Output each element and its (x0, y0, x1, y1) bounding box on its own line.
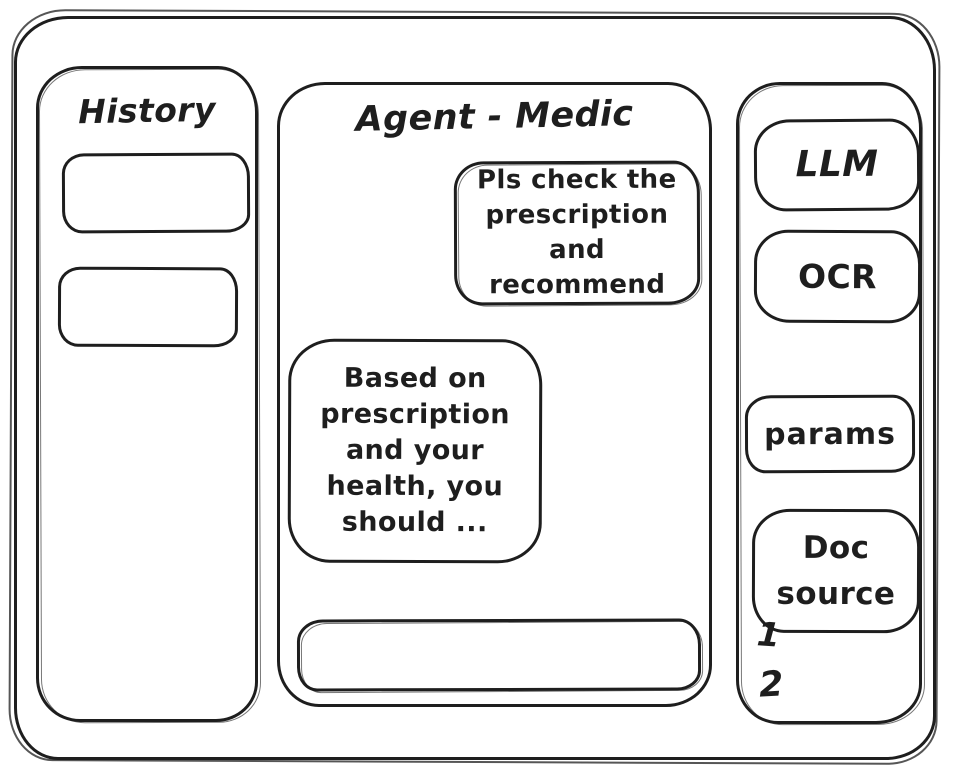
annotation-1: 1 (755, 614, 782, 655)
user-message-text: Pls check the prescription and recommend (476, 164, 677, 301)
chat-panel-title: Agent - Medic (355, 94, 634, 140)
history-title: History (77, 89, 217, 132)
chat-panel: Agent - Medic Pls check the prescription… (277, 82, 712, 707)
chat-input[interactable] (296, 618, 702, 692)
history-item[interactable] (57, 266, 239, 348)
tools-sidebar: LLM OCR params Doc source 1 2 (736, 82, 922, 724)
assistant-message-bubble: Based on prescription and your health, y… (287, 338, 543, 564)
assistant-message-text: Based on prescription and your health, y… (320, 362, 511, 539)
user-message-bubble: Pls check the prescription and recommend (453, 160, 701, 306)
history-item[interactable] (61, 152, 251, 234)
ocr-button[interactable]: OCR (753, 229, 922, 324)
params-button[interactable]: params (744, 394, 916, 474)
history-sidebar: History (36, 66, 258, 722)
annotation-2: 2 (757, 664, 785, 706)
llm-button[interactable]: LLM (753, 118, 921, 212)
